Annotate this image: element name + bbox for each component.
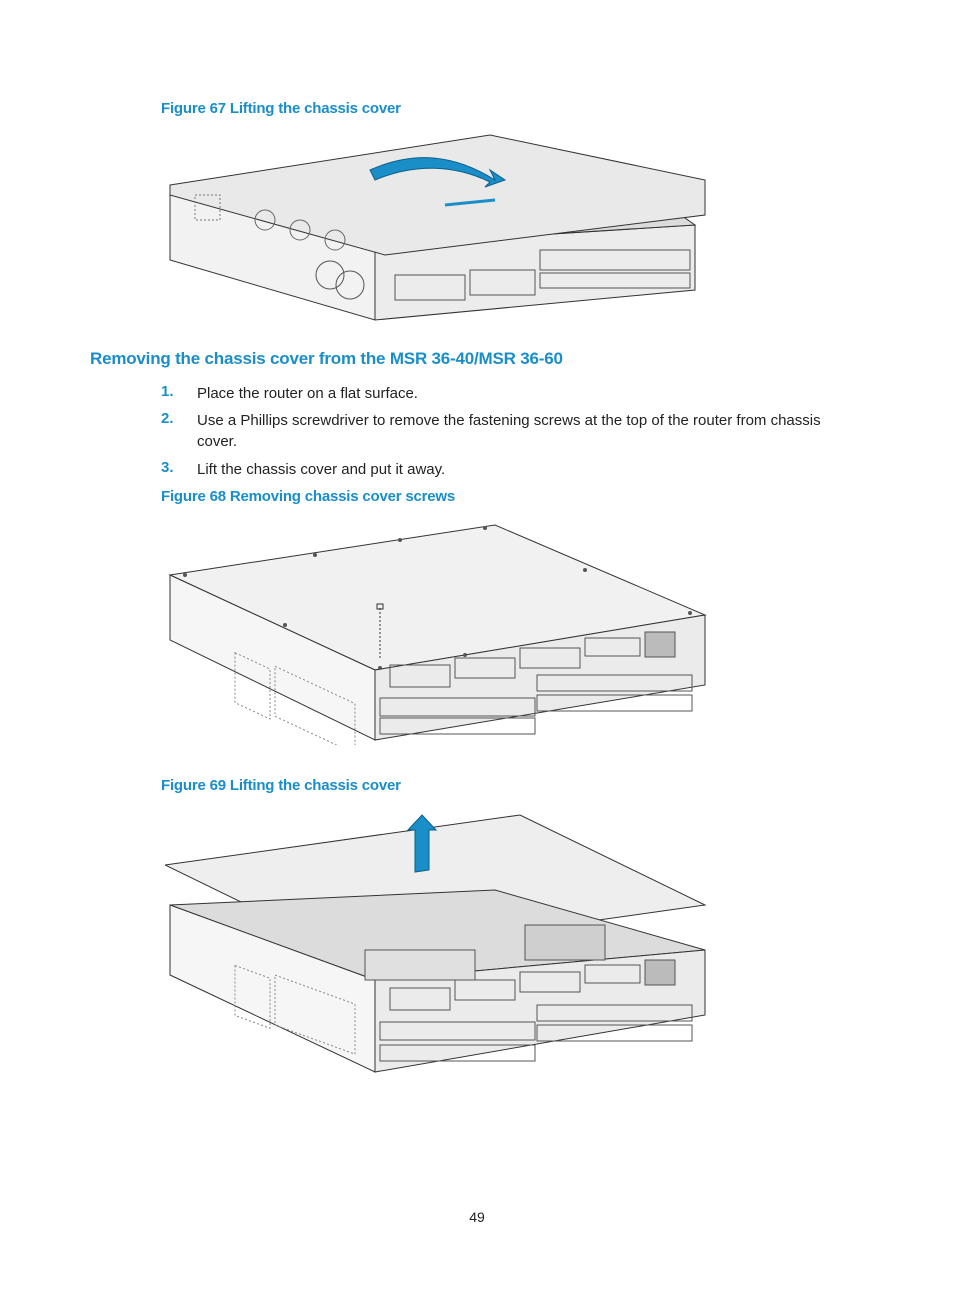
lift-direction-arrow-icon bbox=[369, 157, 507, 188]
figure-68-chassis-illustration bbox=[168, 524, 707, 745]
step-number: 3. bbox=[161, 459, 174, 476]
figure-68-caption: Figure 68 Removing chassis cover screws bbox=[161, 488, 456, 505]
figure-69-caption: Figure 69 Lifting the chassis cover bbox=[161, 777, 401, 794]
step-number: 1. bbox=[161, 383, 174, 400]
lift-up-arrow-icon bbox=[406, 814, 438, 873]
step-text: Use a Phillips screwdriver to remove the… bbox=[197, 412, 821, 450]
figure-69-chassis-illustration bbox=[165, 814, 707, 1073]
figure-67-caption: Figure 67 Lifting the chassis cover bbox=[161, 100, 401, 117]
section-heading: Removing the chassis cover from the MSR … bbox=[90, 349, 563, 368]
page-number: 49 bbox=[469, 1209, 485, 1225]
step-number: 2. bbox=[161, 410, 174, 427]
step-text: Lift the chassis cover and put it away. bbox=[197, 461, 446, 478]
figure-67-chassis-illustration bbox=[169, 134, 706, 321]
screw-icon bbox=[183, 526, 692, 670]
step-text: Place the router on a flat surface. bbox=[197, 385, 418, 402]
